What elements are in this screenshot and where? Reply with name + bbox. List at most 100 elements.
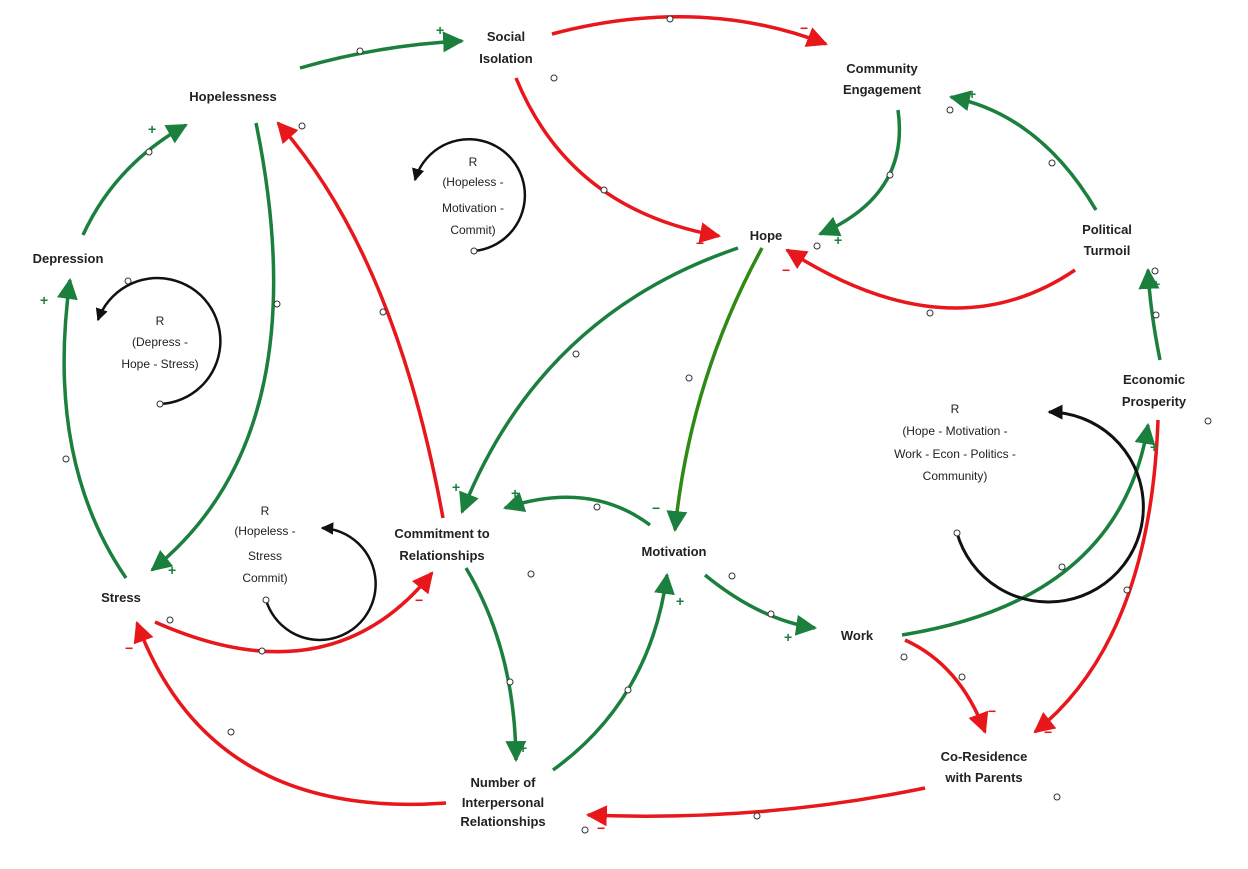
polarity-plus: + [834, 232, 842, 248]
node-depression: Depression [33, 251, 104, 266]
svg-text:Social: Social [487, 29, 525, 44]
svg-text:Number of: Number of [471, 775, 537, 790]
polarity-plus: + [1150, 439, 1158, 455]
polarity-minus: − [696, 235, 704, 251]
loop-label-line: R [156, 314, 165, 328]
polarity-plus: + [40, 292, 48, 308]
node-stress: Stress [101, 590, 141, 605]
node-social-isolation: Social Isolation [479, 29, 533, 66]
loop-hopeless-motivation-commit: R (Hopeless - Motivation - Commit) [412, 137, 527, 255]
edge-co-residence-to-interpersonal [585, 786, 926, 827]
svg-text:Stress: Stress [101, 590, 141, 605]
loop-label-line: (Hope - Motivation - [902, 424, 1007, 438]
node-hope: Hope [750, 228, 783, 243]
loop-label-line: (Hopeless - [442, 175, 503, 189]
node-motivation: Motivation [642, 544, 707, 559]
svg-text:Hopelessness: Hopelessness [189, 89, 276, 104]
loop-label-line: (Hopeless - [234, 524, 295, 538]
edge-social-isolation-to-hope [514, 77, 722, 244]
loop-label-line: Community) [923, 469, 988, 483]
svg-text:Turmoil: Turmoil [1084, 243, 1131, 258]
polarity-plus: + [968, 86, 976, 102]
edge-interpersonal-to-stress [133, 621, 447, 807]
polarity-plus: + [784, 629, 792, 645]
loop-label-line: Work - Econ - Politics - [894, 447, 1016, 461]
svg-text:Economic: Economic [1123, 372, 1185, 387]
svg-text:with Parents: with Parents [944, 770, 1022, 785]
polarity-minus: − [415, 592, 423, 608]
polarity-minus: − [597, 820, 605, 836]
edge-hope-to-commitment [459, 246, 739, 514]
node-commitment-to-relationships: Commitment to Relationships [394, 526, 489, 563]
node-political-turmoil: Political Turmoil [1082, 222, 1132, 258]
loop-label-line: R [469, 155, 478, 169]
polarity-minus: − [1044, 724, 1052, 740]
edge-hope-to-motivation [666, 247, 764, 533]
svg-text:Commitment to: Commitment to [394, 526, 489, 541]
edge-social-isolation-to-community-engagement [551, 15, 828, 47]
svg-text:Relationships: Relationships [460, 814, 545, 829]
node-markers [124, 74, 1212, 834]
edge-work-to-co-residence [904, 638, 989, 734]
svg-text:Isolation: Isolation [479, 51, 533, 66]
polarity-minus: − [652, 500, 660, 516]
node-community-engagement: Community Engagement [843, 61, 922, 97]
loop-hopeless-stress-commit: R (Hopeless - Stress Commit) [234, 504, 377, 642]
svg-text:Relationships: Relationships [399, 548, 484, 563]
svg-text:Motivation: Motivation [642, 544, 707, 559]
edge-hopelessness-to-social-isolation [299, 31, 465, 70]
polarity-plus: + [436, 22, 444, 38]
loop-label-line: (Depress - [132, 335, 188, 349]
svg-text:Hope: Hope [750, 228, 783, 243]
loop-depress-hope-stress: R (Depress - Hope - Stress) [95, 276, 222, 408]
edge-political-turmoil-to-hope [785, 248, 1076, 310]
polarity-signs: + − − + + − + + − + + + − − − + + − − − … [40, 20, 1160, 836]
svg-text:Interpersonal: Interpersonal [462, 795, 544, 810]
node-hopelessness: Hopelessness [189, 89, 276, 104]
loop-label-line: Commit) [450, 223, 495, 237]
polarity-minus: − [283, 124, 291, 140]
edge-interpersonal-to-motivation [551, 572, 675, 772]
loop-label-line: Commit) [242, 571, 287, 585]
polarity-plus: + [452, 479, 460, 495]
edge-economic-prosperity-to-co-residence [1033, 419, 1160, 734]
loop-label-line: R [261, 504, 270, 518]
node-economic-prosperity: Economic Prosperity [1122, 372, 1187, 409]
node-number-of-interpersonal-relationships: Number of Interpersonal Relationships [460, 775, 545, 829]
edge-commitment-to-hopelessness [276, 121, 445, 519]
polarity-minus: − [988, 703, 996, 719]
polarity-minus: − [800, 20, 808, 36]
edge-motivation-to-commitment [503, 492, 652, 527]
svg-text:Depression: Depression [33, 251, 104, 266]
loop-label-line: Stress [248, 549, 282, 563]
edge-economic-prosperity-to-political-turmoil [1138, 267, 1162, 361]
polarity-plus: + [511, 485, 519, 501]
edge-stress-to-depression [57, 277, 128, 579]
loop-hope-motivation-work: R (Hope - Motivation - Work - Econ - Pol… [894, 402, 1145, 604]
polarity-plus: + [676, 593, 684, 609]
edges [57, 15, 1162, 827]
svg-text:Community: Community [846, 61, 918, 76]
polarity-plus: + [168, 562, 176, 578]
polarity-plus: + [519, 740, 527, 756]
node-work: Work [841, 628, 874, 643]
edge-hopelessness-to-stress [150, 122, 276, 572]
loop-label-line: R [951, 402, 960, 416]
edge-political-turmoil-to-community-engagement [948, 90, 1098, 211]
polarity-minus: − [782, 262, 790, 278]
node-co-residence-with-parents: Co-Residence with Parents [941, 749, 1028, 785]
svg-text:Engagement: Engagement [843, 82, 922, 97]
loop-label-line: Motivation - [442, 201, 504, 215]
svg-text:Political: Political [1082, 222, 1132, 237]
edge-midpoint-dots [62, 15, 1160, 820]
loop-label-line: Hope - Stress) [121, 357, 198, 371]
edge-commitment-to-interpersonal [464, 567, 527, 763]
polarity-plus: + [148, 121, 156, 137]
svg-text:Work: Work [841, 628, 874, 643]
edge-community-engagement-to-hope [818, 109, 902, 237]
edge-motivation-to-work [703, 573, 818, 636]
svg-text:Co-Residence: Co-Residence [941, 749, 1028, 764]
svg-text:Prosperity: Prosperity [1122, 394, 1187, 409]
edge-stress-to-commitment [154, 571, 434, 654]
